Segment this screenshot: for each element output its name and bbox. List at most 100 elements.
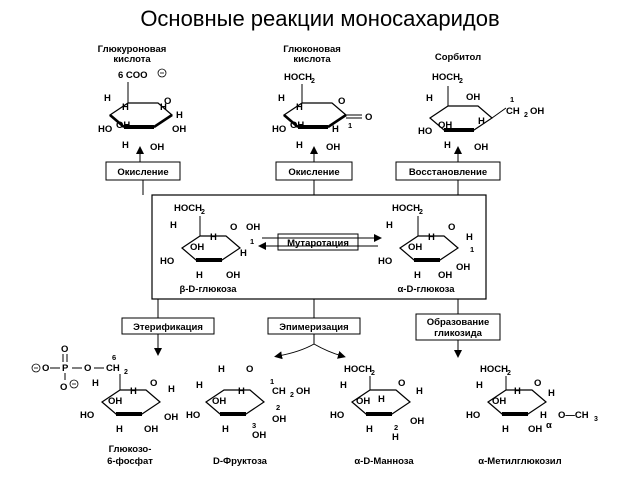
svg-text:H: H <box>444 140 451 151</box>
reaction-reduction: Восстановление <box>395 161 501 181</box>
svg-text:O: O <box>398 378 405 389</box>
central-box <box>151 194 487 300</box>
glucuronic-label-1: Глюкуроновая <box>98 44 167 55</box>
svg-text:OH: OH <box>456 262 470 273</box>
svg-text:OH: OH <box>528 424 542 435</box>
svg-text:H: H <box>176 110 183 121</box>
svg-text:OH: OH <box>212 396 226 407</box>
reaction-oxidation-2: Окисление <box>275 161 353 181</box>
svg-text:HOCH: HOCH <box>344 364 372 375</box>
svg-text:OH: OH <box>226 270 240 281</box>
svg-text:2: 2 <box>311 78 315 85</box>
svg-text:2: 2 <box>290 392 294 399</box>
svg-text:H: H <box>170 220 177 231</box>
reaction-mutarotation: Мутаротация <box>258 233 382 251</box>
svg-text:HOCH: HOCH <box>480 364 508 375</box>
svg-text:2: 2 <box>371 370 375 377</box>
svg-text:H: H <box>104 93 111 104</box>
svg-text:HOCH: HOCH <box>284 72 312 83</box>
svg-text:H: H <box>92 378 99 389</box>
svg-text:2: 2 <box>524 112 528 119</box>
svg-text:1: 1 <box>250 237 254 246</box>
glucose-6-phosphate-molecule: O P O O O CH 2 6 O H H HO OH H OH H OH Г… <box>31 344 178 467</box>
gluconic-acid-molecule: Глюконовая кислота HOCH 2 O O 1 H HO OH … <box>272 44 372 153</box>
glucuronic-acid-molecule: Глюкуроновая кислота 6 COO O H HO OH H H… <box>98 44 187 153</box>
reaction-glycoside-formation: Образование гликозида <box>415 313 501 341</box>
svg-text:HOCH: HOCH <box>174 203 202 214</box>
svg-text:2: 2 <box>124 369 128 376</box>
svg-text:2: 2 <box>419 209 423 216</box>
svg-text:Эпимеризация: Эпимеризация <box>279 322 348 333</box>
svg-text:H: H <box>548 388 555 399</box>
svg-text:H: H <box>466 232 473 243</box>
svg-text:OH: OH <box>408 242 422 253</box>
svg-text:OH: OH <box>466 92 480 103</box>
svg-text:1: 1 <box>270 377 274 386</box>
svg-text:H: H <box>502 424 509 435</box>
svg-text:H: H <box>122 140 129 151</box>
svg-text:H: H <box>222 424 229 435</box>
svg-text:O: O <box>338 96 345 107</box>
svg-text:H: H <box>160 102 167 113</box>
svg-text:HOCH: HOCH <box>432 72 460 83</box>
glucuronic-label-2: кислота <box>113 54 151 65</box>
svg-text:O: O <box>84 363 91 374</box>
svg-text:O: O <box>164 96 171 107</box>
svg-text:H: H <box>210 232 217 243</box>
svg-text:OH: OH <box>150 142 164 153</box>
svg-text:HO: HO <box>378 256 392 267</box>
svg-text:H: H <box>426 93 433 104</box>
svg-text:гликозида: гликозида <box>434 328 482 339</box>
svg-text:H: H <box>366 424 373 435</box>
svg-text:1: 1 <box>510 95 514 104</box>
svg-text:2: 2 <box>394 423 398 432</box>
svg-text:H: H <box>414 270 421 281</box>
svg-text:CH: CH <box>106 363 120 374</box>
svg-text:OH: OH <box>356 396 370 407</box>
svg-text:OH: OH <box>272 414 286 425</box>
svg-text:α-Метилглюкозил: α-Метилглюкозил <box>478 456 561 467</box>
svg-text:HO: HO <box>466 410 480 421</box>
svg-text:HOCH: HOCH <box>392 203 420 214</box>
svg-text:H: H <box>540 410 547 421</box>
svg-text:α: α <box>546 420 552 431</box>
svg-text:H: H <box>196 380 203 391</box>
svg-text:H: H <box>378 394 385 405</box>
svg-text:O: O <box>448 222 455 233</box>
svg-text:O: O <box>230 222 237 233</box>
svg-text:O: O <box>365 112 372 123</box>
svg-text:HO: HO <box>160 256 174 267</box>
methylglucoside-molecule: HOCH 2 O H O—CH 3 α H HO OH H H H OH α-М… <box>466 364 598 467</box>
svg-text:H: H <box>340 380 347 391</box>
svg-text:Сорбитол: Сорбитол <box>435 52 481 63</box>
svg-text:OH: OH <box>144 424 158 435</box>
svg-text:H: H <box>514 386 521 397</box>
svg-text:H: H <box>428 232 435 243</box>
svg-text:H: H <box>218 364 225 375</box>
reaction-oxidation-1: Окисление <box>105 161 181 181</box>
svg-text:OH: OH <box>438 120 452 131</box>
svg-text:HO: HO <box>80 410 94 421</box>
svg-text:H: H <box>238 386 245 397</box>
svg-text:2: 2 <box>276 403 280 412</box>
mannose-molecule: HOCH 2 O H H HO OH H OH H 2 H α-D-Манноз… <box>330 364 424 467</box>
svg-text:OH: OH <box>164 412 178 423</box>
svg-text:2: 2 <box>201 209 205 216</box>
fructose-molecule: H O 1 CH 2 OH 2 OH H HO OH H 3 H OH D-Фр… <box>186 364 310 467</box>
svg-text:H: H <box>296 102 303 113</box>
svg-text:1: 1 <box>470 245 474 254</box>
svg-text:D-Фруктоза: D-Фруктоза <box>213 456 268 467</box>
svg-text:H: H <box>476 380 483 391</box>
svg-text:Образование: Образование <box>427 317 490 328</box>
svg-text:3: 3 <box>594 416 598 423</box>
svg-text:H: H <box>122 102 129 113</box>
svg-text:Глюконовая: Глюконовая <box>283 44 341 55</box>
reaction-esterification: Этерификация <box>121 317 215 335</box>
svg-text:OH: OH <box>108 396 122 407</box>
svg-text:O: O <box>534 378 541 389</box>
svg-text:H: H <box>168 384 175 395</box>
svg-text:CH: CH <box>272 386 286 397</box>
svg-text:HO: HO <box>272 124 286 135</box>
svg-text:H: H <box>130 386 137 397</box>
